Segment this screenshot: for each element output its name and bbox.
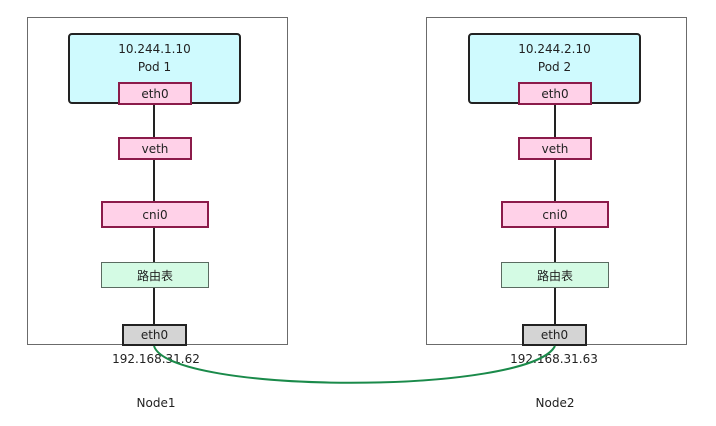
pod2-link-eth0-veth xyxy=(554,105,556,137)
pod2-name: Pod 2 xyxy=(537,60,572,74)
node1-route-table: 路由表 xyxy=(101,262,209,288)
node1-link-cni0-route xyxy=(153,228,155,262)
node1-label: Node1 xyxy=(136,396,176,410)
pod2-ip: 10.244.2.10 xyxy=(518,42,591,56)
node1-link-route-eth0 xyxy=(153,288,155,324)
pod1-name: Pod 1 xyxy=(137,60,172,74)
node2-veth-interface: veth xyxy=(518,137,592,160)
node2-link-route-eth0 xyxy=(554,288,556,324)
node2-label: Node2 xyxy=(535,396,575,410)
node1-host-eth0-interface: eth0 xyxy=(122,324,187,346)
node1-cni0-bridge: cni0 xyxy=(101,201,209,228)
pod1-ip: 10.244.1.10 xyxy=(118,42,191,56)
node2-link-cni0-route xyxy=(554,228,556,262)
node2-route-table: 路由表 xyxy=(501,262,609,288)
node1-link-veth-cni0 xyxy=(153,160,155,201)
node1-veth-interface: veth xyxy=(118,137,192,160)
pod1-eth0-interface: eth0 xyxy=(118,82,192,105)
pod2-box xyxy=(468,33,641,104)
node2-link-veth-cni0 xyxy=(554,160,556,201)
node2-cni0-bridge: cni0 xyxy=(501,201,609,228)
node2-host-eth0-interface: eth0 xyxy=(522,324,587,346)
pod2-eth0-interface: eth0 xyxy=(518,82,592,105)
pod1-link-eth0-veth xyxy=(153,105,155,137)
host-link-curve xyxy=(153,345,556,384)
